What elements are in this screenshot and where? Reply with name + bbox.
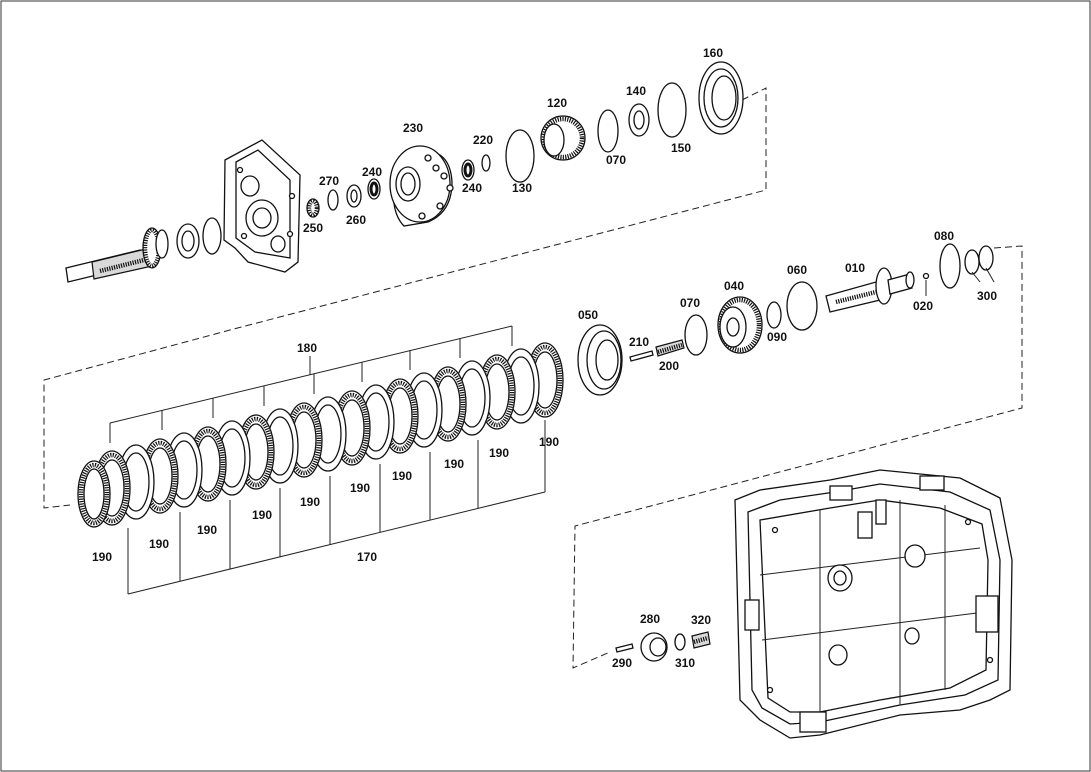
label-010: 010 <box>845 261 865 275</box>
gearbox-cover-plate <box>223 139 301 273</box>
needle-bearing-240b <box>461 159 475 181</box>
label-070-lower: 070 <box>680 296 700 310</box>
label-240a: 240 <box>362 165 382 179</box>
label-250: 250 <box>303 221 323 235</box>
seal-ring-140 <box>628 103 650 137</box>
label-190: 190 <box>252 508 272 522</box>
cover-280 <box>640 632 668 662</box>
label-120: 120 <box>547 96 567 110</box>
needle-bearing-250 <box>306 198 320 218</box>
gear-hub-040 <box>717 296 763 354</box>
clutch-disc-stack <box>77 342 564 528</box>
label-190: 190 <box>92 550 112 564</box>
label-090: 090 <box>767 330 787 344</box>
compression-spring-200 <box>655 339 685 357</box>
label-280: 280 <box>640 612 660 626</box>
ring-gear-120 <box>540 115 586 161</box>
pin-210 <box>629 350 654 362</box>
spring-320 <box>691 631 711 649</box>
label-150: 150 <box>671 141 691 155</box>
label-290: 290 <box>612 656 632 670</box>
label-190: 190 <box>350 481 370 495</box>
label-260: 260 <box>346 213 366 227</box>
snap-ring-130 <box>505 129 535 183</box>
label-190: 190 <box>300 495 320 509</box>
label-230: 230 <box>403 121 423 135</box>
shaft-snap-ring <box>202 217 222 255</box>
pressure-plate-050 <box>577 324 623 396</box>
thrust-washer-260 <box>346 184 362 208</box>
label-050: 050 <box>578 308 598 322</box>
planetary-carrier-230 <box>389 145 454 227</box>
needle-bearing-240a <box>367 178 381 200</box>
o-ring-080 <box>939 243 961 289</box>
label-270: 270 <box>319 174 339 188</box>
snap-ring-220 <box>481 154 491 172</box>
bracket-180 <box>109 325 513 443</box>
label-220: 220 <box>473 133 493 147</box>
o-ring-150 <box>657 82 687 138</box>
label-080: 080 <box>934 229 954 243</box>
label-160: 160 <box>703 46 723 60</box>
label-040: 040 <box>724 279 744 293</box>
washer-090 <box>766 301 782 329</box>
ball-020 <box>922 272 930 280</box>
label-190: 190 <box>392 469 412 483</box>
transmission-housing <box>734 469 1013 739</box>
label-210: 210 <box>629 335 649 349</box>
label-310: 310 <box>675 656 695 670</box>
label-190: 190 <box>539 435 559 449</box>
piston-160 <box>698 61 744 135</box>
label-130: 130 <box>512 181 532 195</box>
label-190: 190 <box>197 523 217 537</box>
label-070-upper: 070 <box>606 153 626 167</box>
label-140: 140 <box>626 84 646 98</box>
output-shaft-010 <box>825 267 915 313</box>
label-240b: 240 <box>462 181 482 195</box>
input-shaft <box>65 227 169 283</box>
part-labels: 160 120 140 070 150 230 220 130 240 240 … <box>92 46 997 670</box>
snap-rings-300 <box>964 245 994 275</box>
leader-lines <box>925 267 995 296</box>
label-170: 170 <box>357 550 377 564</box>
o-ring-070-lower <box>684 314 708 356</box>
bracket-170 <box>127 420 546 595</box>
label-060: 060 <box>787 263 807 277</box>
label-320: 320 <box>691 613 711 627</box>
label-180: 180 <box>297 341 317 355</box>
pin-290 <box>615 643 634 653</box>
shaft-bearing <box>176 223 200 259</box>
snap-ring-060 <box>786 281 818 331</box>
o-ring-310 <box>674 633 686 651</box>
label-300: 300 <box>977 289 997 303</box>
label-190: 190 <box>489 446 509 460</box>
label-200: 200 <box>659 359 679 373</box>
label-190: 190 <box>149 537 169 551</box>
washer-270 <box>327 189 339 211</box>
label-190: 190 <box>444 457 464 471</box>
assembly-dashed-lines <box>43 87 1023 669</box>
o-ring-070-upper <box>597 109 619 153</box>
label-020: 020 <box>913 299 933 313</box>
clutch-disc <box>77 460 111 528</box>
